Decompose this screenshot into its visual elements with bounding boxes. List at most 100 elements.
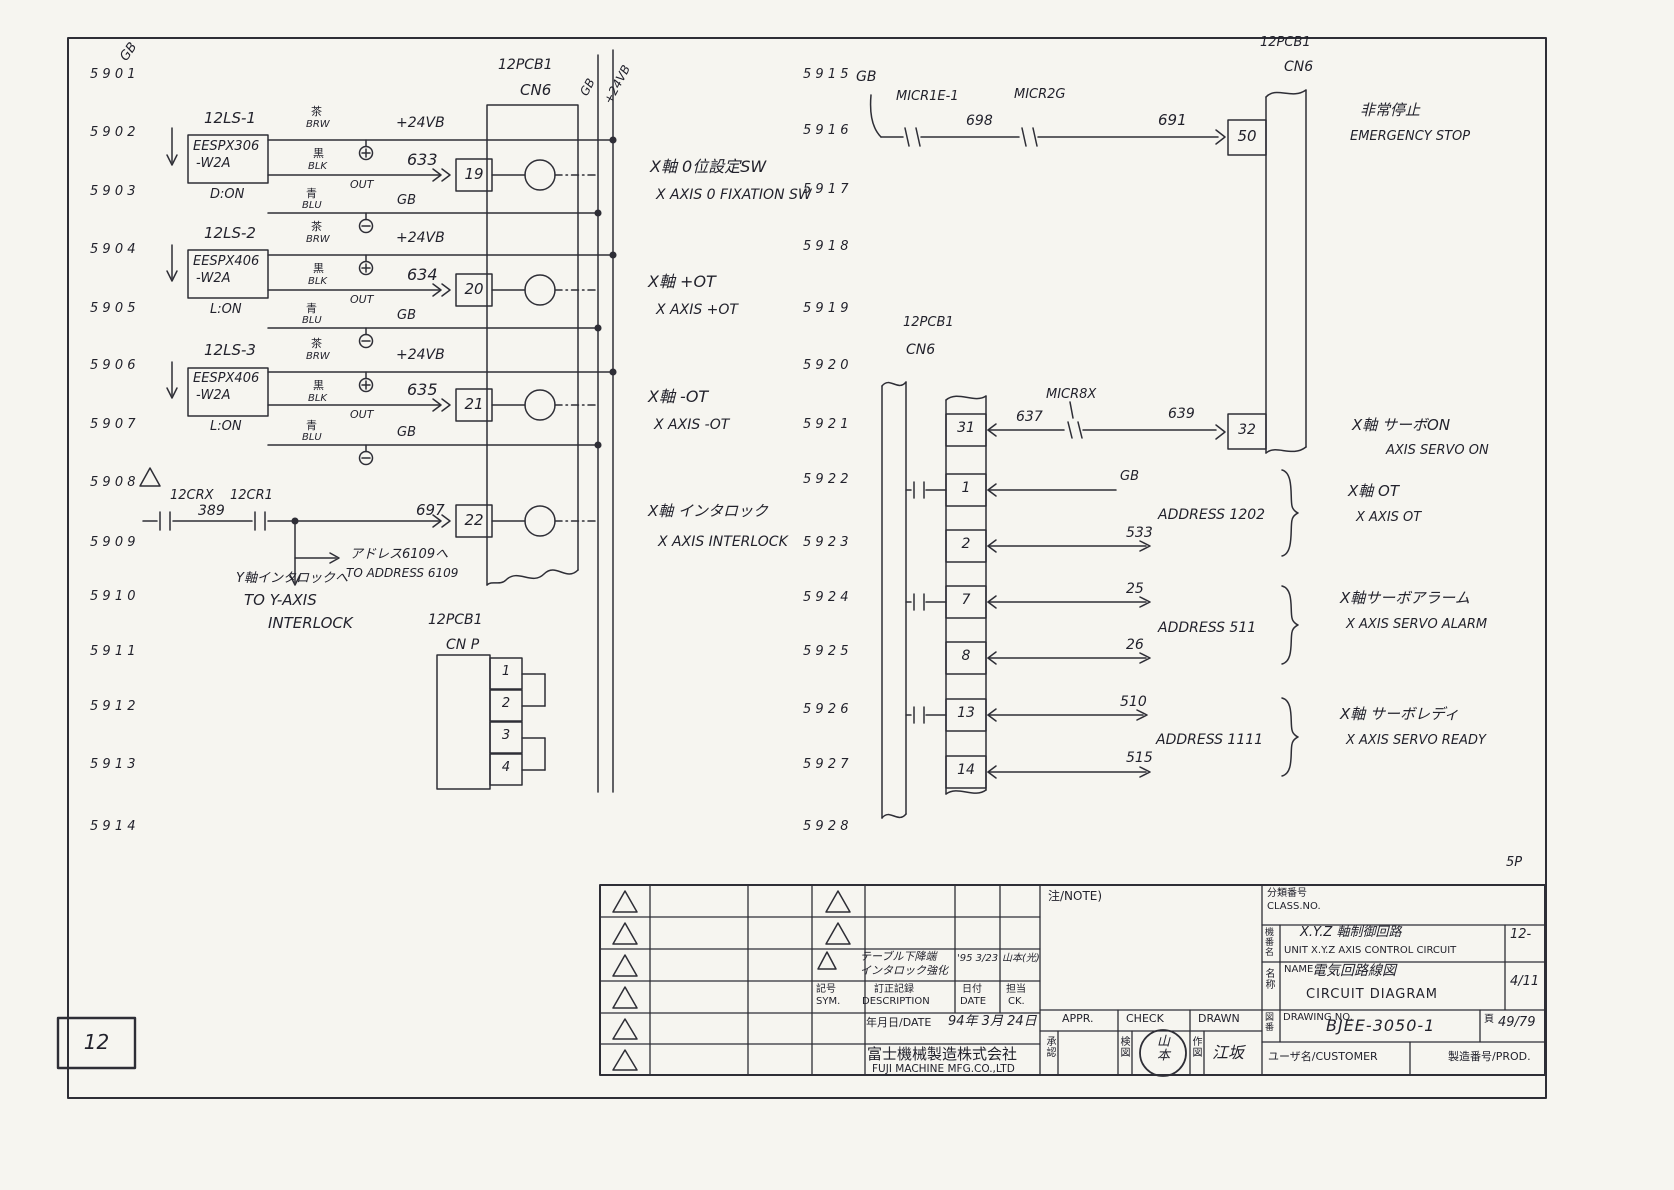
wire-color: BLU: [302, 315, 322, 326]
pin-number: 13: [957, 705, 975, 721]
right-line-number: 5922: [803, 472, 853, 487]
address-signal-wiring: [905, 481, 1151, 779]
wire-number: 634: [407, 265, 438, 284]
relay-tag: MICR8X: [1046, 387, 1097, 402]
check-stamp-circle: [1139, 1029, 1187, 1077]
left-line-number: 5913: [90, 757, 140, 772]
cn6-left-board-label: 12PCB1: [498, 57, 553, 73]
class-label-en: CLASS.NO.: [1267, 901, 1321, 912]
customer-label: ユーザ名/CUSTOMER: [1268, 1050, 1378, 1063]
right-line-number: 5918: [803, 239, 853, 254]
pin-number: 14: [957, 762, 975, 778]
switch-tag: 12LS-1: [204, 109, 256, 127]
switch-tag: 12LS-2: [204, 224, 256, 242]
pin-number: 22: [464, 511, 484, 529]
rev-entry-desc: インタロック強化: [860, 964, 948, 977]
address-label: ADDRESS 1111: [1156, 732, 1264, 748]
right-line-number: 5925: [803, 644, 853, 659]
wire-color-jp: 黒: [313, 379, 324, 392]
switch-model: EESPX306: [193, 139, 260, 154]
company-name-jp: 富士機械製造株式会社: [867, 1045, 1018, 1063]
rev-entry-date: '95 3/23: [957, 953, 999, 964]
relay-tag: 12CRX: [170, 488, 214, 503]
switch-box-2: [187, 249, 269, 299]
prod-label: 製造番号/PROD.: [1448, 1050, 1531, 1063]
left-line-number: 5903: [90, 184, 140, 199]
pin-number: 1: [961, 480, 971, 496]
connector-cn6-mid: [881, 381, 987, 819]
revision-triangles: [612, 890, 851, 1071]
switch-model: EESPX406: [193, 371, 260, 386]
wire-color: BLU: [302, 432, 322, 443]
pin-number: 8: [961, 648, 971, 664]
relay-tag: 12CR1: [230, 488, 273, 503]
left-line-number: 5912: [90, 699, 140, 714]
unit-name-en: UNIT X.Y.Z AXIS CONTROL CIRCUIT: [1284, 945, 1457, 956]
p24-label: +24VB: [396, 347, 445, 363]
p24-label: +24VB: [396, 230, 445, 246]
wire-number: 639: [1168, 406, 1195, 422]
wire-color-jp: 青: [306, 302, 317, 315]
function-label-jp: 非常停止: [1360, 101, 1421, 119]
lamp-21: [524, 389, 556, 421]
gb-label: GB: [397, 308, 416, 323]
right-line-number: 5928: [803, 819, 853, 834]
out-label: OUT: [350, 178, 374, 191]
right-line-number: 5916: [803, 123, 853, 138]
interlock-wiring: [139, 467, 599, 586]
cnp-conn-label: CN P: [446, 637, 480, 653]
left-line-number: 5914: [90, 819, 140, 834]
gb-label: GB: [397, 193, 416, 208]
lamp-20: [524, 274, 556, 306]
wire-number: 697: [416, 501, 445, 519]
rev-entry-desc: テーブル下降端: [860, 950, 937, 963]
cn6-right-board-label: 12PCB1: [1260, 35, 1311, 50]
title-block-grid: [599, 884, 1546, 1076]
signal-name: 515: [1126, 750, 1153, 766]
gb-label: GB: [397, 425, 416, 440]
signal-name: 510: [1120, 694, 1147, 710]
wire-color-jp: 茶: [311, 220, 322, 233]
rev-ck-jp: 担当: [1006, 984, 1026, 995]
function-label-en: X AXIS INTERLOCK: [658, 534, 788, 550]
right-line-number: 5921: [803, 417, 853, 432]
dwg-label-en: DRAWING NO.: [1283, 1012, 1353, 1023]
function-label-en: AXIS SERVO ON: [1386, 443, 1489, 458]
cn6-right-conn-label: CN6: [1284, 59, 1314, 75]
wire-color-jp: 茶: [311, 105, 322, 118]
function-label-jp: X軸 +OT: [648, 272, 716, 291]
out-label: OUT: [350, 293, 374, 306]
name-label-en: NAME: [1284, 964, 1314, 975]
bus-lines: [597, 49, 614, 793]
right-line-number: 5917: [803, 182, 853, 197]
rev-sym-en: SYM.: [816, 996, 841, 1007]
signal-name: 25: [1126, 581, 1144, 597]
wire-color-jp: 黒: [313, 262, 324, 275]
relay-tag: MICR2G: [1014, 87, 1066, 102]
revision-triangle-mark: [139, 467, 161, 487]
p24-label: +24VB: [396, 115, 445, 131]
out-label: OUT: [350, 408, 374, 421]
class-label-jp: 分類番号: [1267, 888, 1307, 899]
to-address-en: TO ADDRESS 6109: [346, 566, 459, 580]
function-label-en: X AXIS SERVO ALARM: [1346, 617, 1488, 632]
date-label: 年月日/DATE: [866, 1016, 932, 1029]
limit-switch-2-wiring: [166, 244, 617, 349]
unit-label: 機番名: [1263, 927, 1273, 957]
drawn-label-jp: 作図: [1190, 1036, 1201, 1058]
pin-box-32: [1227, 413, 1267, 450]
pin-box-14: [945, 755, 987, 789]
right-line-number: 5927: [803, 757, 853, 772]
check-label: CHECK: [1126, 1012, 1164, 1025]
wire-number: 637: [1016, 409, 1043, 425]
left-line-number: 5904: [90, 242, 140, 257]
function-label-jp: X軸 0位設定SW: [650, 157, 767, 176]
pin-box-2: [945, 529, 987, 563]
wire-number: 633: [407, 150, 438, 169]
pin-number: 32: [1238, 422, 1256, 438]
sheet-border: [67, 37, 1547, 1099]
sheet-page-number: 12: [83, 1030, 110, 1054]
right-line-number: 5919: [803, 301, 853, 316]
pin-number: 7: [961, 592, 971, 608]
